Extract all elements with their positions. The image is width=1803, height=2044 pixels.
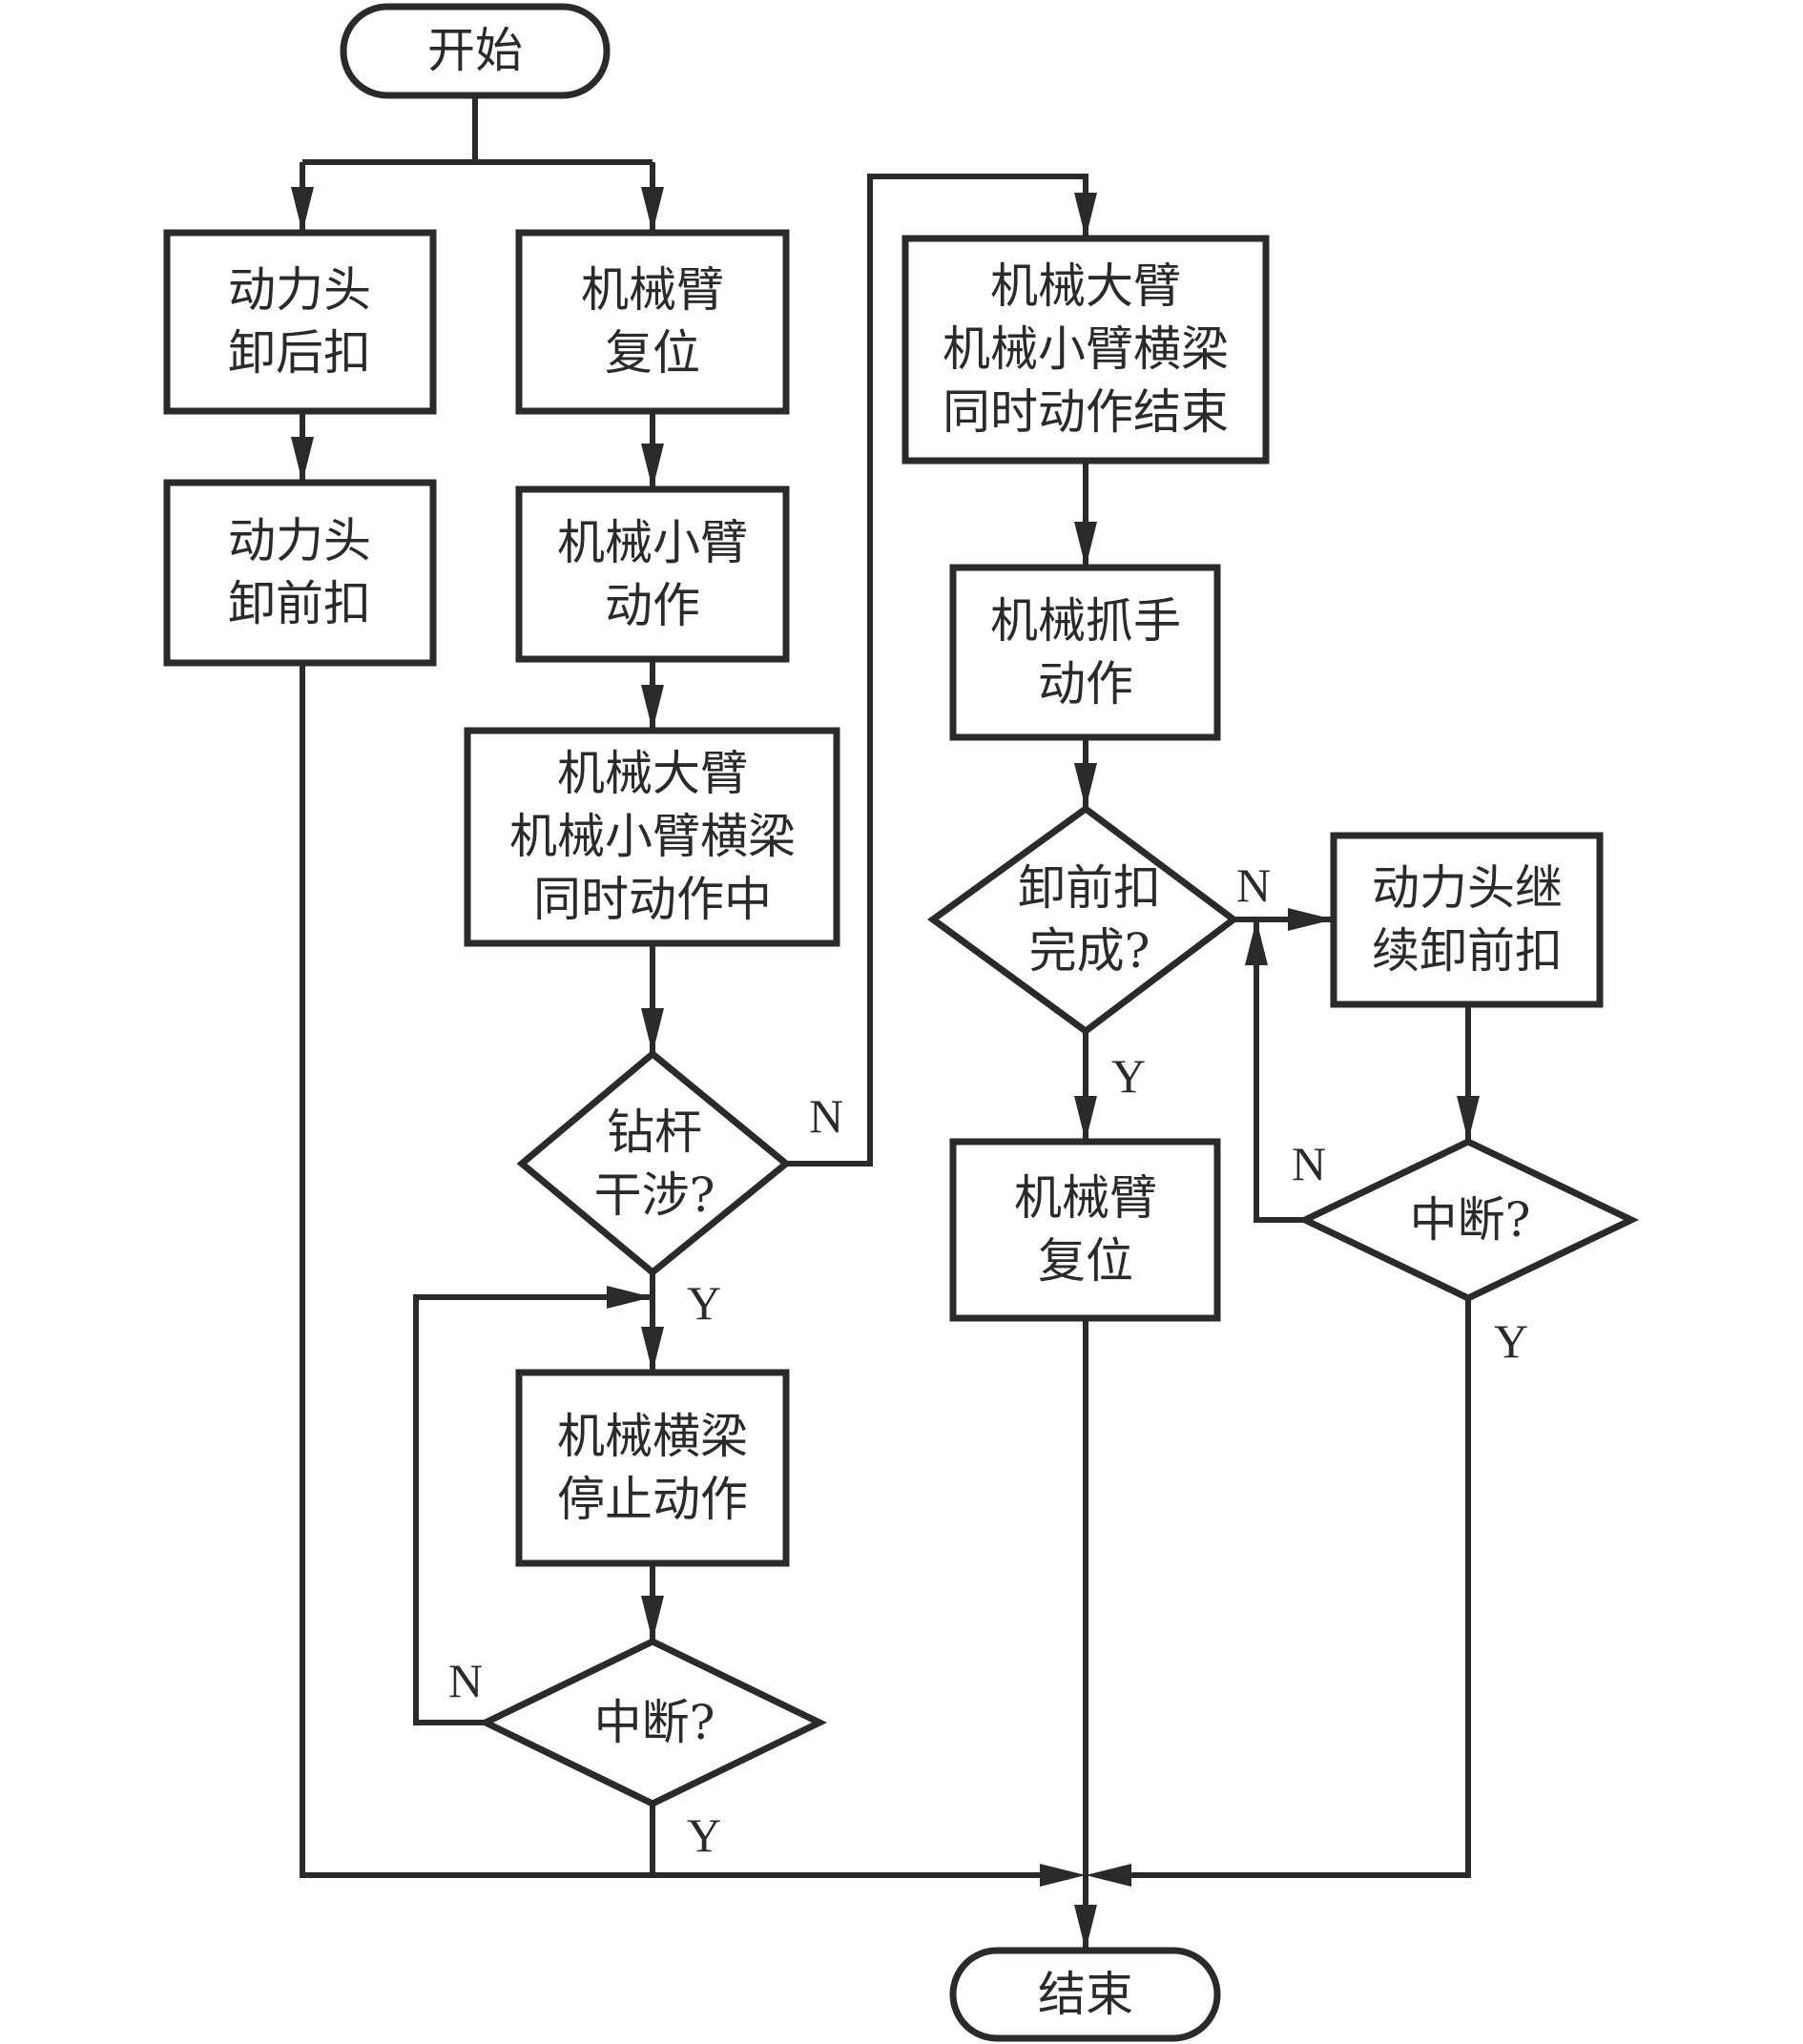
arrowhead [1288, 908, 1334, 931]
edge-interrupt1-no-loop [413, 1294, 653, 1725]
node-end-text: 结束 [1038, 1967, 1133, 2022]
edge-head-front-to-merge [300, 663, 1040, 1878]
node-text-line: 卸前扣 [228, 576, 371, 631]
node-text-line: 卸前扣 [1018, 860, 1161, 916]
edge-interrupt2-no [1254, 919, 1305, 1223]
edge-interrupt2-yes [1131, 1298, 1471, 1878]
node-text-line: 同时动作中 [533, 872, 772, 927]
node-rod-interference-text: 钻杆干涉? [594, 1105, 715, 1223]
node-text-line: 机械大臂 [557, 746, 748, 801]
node-gripper-action: 机械抓手动作 [949, 564, 1221, 741]
node-head-continue-front: 动力头继续卸前扣 [1330, 832, 1604, 1008]
node-text-line: 复位 [1038, 1233, 1133, 1289]
node-simultaneous-done-text: 机械大臂机械小臂横梁同时动作结束 [943, 258, 1229, 440]
arrowhead [641, 1008, 664, 1054]
node-text-line: 机械抓手 [990, 593, 1181, 649]
node-front-unscrew-done-text: 卸前扣完成? [1018, 860, 1161, 979]
node-text-line: 中断? [594, 1695, 715, 1750]
node-text-line: 机械小臂横梁 [943, 321, 1229, 377]
node-rod-interference: 钻杆干涉? [516, 1049, 792, 1277]
arrowhead [1074, 763, 1097, 809]
node-start-text: 开始 [427, 23, 523, 78]
arrowhead [641, 685, 664, 731]
node-text-line: 机械小臂横梁 [509, 809, 796, 864]
arrowhead [1040, 1864, 1086, 1887]
node-beam-stop: 机械横梁停止动作 [515, 1369, 790, 1567]
arrowhead [641, 187, 664, 233]
arrowhead [1074, 1096, 1097, 1142]
node-interrupt-2: 中断? [1296, 1138, 1640, 1302]
node-head-unscrew-front-text: 动力头卸前扣 [228, 513, 371, 631]
node-arm-reset-1-text: 机械臂复位 [581, 262, 724, 381]
node-text-line: 干涉? [594, 1167, 715, 1223]
label-front-unscrew-done-no: N [1236, 858, 1271, 912]
node-text-line: 续卸前扣 [1372, 923, 1563, 979]
node-head-unscrew-rear: 动力头卸后扣 [163, 229, 437, 415]
node-interrupt-2-text: 中断? [1410, 1192, 1531, 1248]
node-text-line: 完成? [1029, 923, 1150, 979]
node-text-line: 机械小臂 [557, 515, 748, 570]
node-small-arm-action-text: 机械小臂动作 [557, 515, 748, 633]
node-text-line: 结束 [1038, 1967, 1133, 2022]
node-text-line: 开始 [427, 23, 523, 78]
nodes: 开始 动力头卸后扣 动力头卸前扣 机械臂复位 机械小臂动作 机械大臂机械小臂横梁… [163, 3, 1640, 2042]
node-text-line: 机械大臂 [990, 258, 1181, 314]
node-text-line: 动作 [605, 578, 700, 633]
node-front-unscrew-done: 卸前扣完成? [927, 804, 1239, 1036]
node-text-line: 复位 [605, 325, 700, 381]
arrowhead [291, 187, 314, 233]
arrowhead [1074, 193, 1097, 238]
node-arm-reset-2-text: 机械臂复位 [1014, 1170, 1157, 1289]
node-head-unscrew-front: 动力头卸前扣 [163, 479, 437, 667]
label-rod-interference-yes: Y [687, 1276, 721, 1330]
node-simultaneous-done: 机械大臂机械小臂横梁同时动作结束 [902, 235, 1270, 465]
node-head-continue-front-text: 动力头继续卸前扣 [1372, 860, 1563, 979]
node-interrupt-1: 中断? [477, 1638, 828, 1807]
arrowheads [291, 187, 1480, 1951]
arrowhead [1074, 522, 1097, 568]
node-text-line: 同时动作结束 [943, 384, 1229, 440]
label-interrupt-2-no: N [1292, 1137, 1326, 1190]
node-beam-stop-text: 机械横梁停止动作 [557, 1409, 748, 1527]
label-front-unscrew-done-yes: Y [1111, 1049, 1146, 1103]
label-interrupt-2-yes: Y [1494, 1314, 1528, 1368]
arrowhead [641, 1596, 664, 1641]
node-start: 开始 [340, 3, 611, 99]
node-arm-reset-1: 机械臂复位 [515, 229, 790, 415]
node-simultaneous-in-progress: 机械大臂机械小臂横梁同时动作中 [464, 727, 840, 947]
node-arm-reset-2: 机械臂复位 [949, 1138, 1221, 1322]
node-text-line: 动力头继 [1372, 860, 1563, 916]
node-text-line: 钻杆 [607, 1105, 702, 1160]
node-text-line: 机械横梁 [557, 1409, 748, 1464]
node-text-line: 动作 [1038, 656, 1133, 712]
label-rod-interference-no: N [809, 1089, 843, 1143]
arrowhead [641, 444, 664, 489]
edge-start-branch [302, 95, 653, 165]
edge-labels: N Y N Y N Y N Y [448, 858, 1528, 1862]
node-interrupt-1-text: 中断? [594, 1695, 715, 1750]
node-text-line: 中断? [1410, 1192, 1531, 1248]
node-end: 结束 [949, 1947, 1221, 2042]
arrowhead [607, 1286, 653, 1309]
node-gripper-action-text: 机械抓手动作 [990, 593, 1181, 712]
arrowhead [641, 1327, 664, 1373]
node-text-line: 卸后扣 [228, 325, 371, 381]
arrowhead [1457, 1096, 1480, 1142]
label-interrupt-1-no: N [448, 1654, 483, 1707]
label-interrupt-1-yes: Y [687, 1808, 721, 1862]
arrowhead [1086, 1864, 1131, 1887]
arrowhead [1074, 1905, 1097, 1951]
node-simultaneous-in-progress-text: 机械大臂机械小臂横梁同时动作中 [509, 746, 796, 927]
node-small-arm-action: 机械小臂动作 [515, 485, 790, 663]
node-text-line: 动力头 [228, 262, 371, 318]
node-text-line: 动力头 [228, 513, 371, 568]
arrowhead [1245, 919, 1268, 965]
node-text-line: 机械臂 [1014, 1170, 1157, 1226]
node-head-unscrew-rear-text: 动力头卸后扣 [228, 262, 371, 381]
arrowhead [291, 437, 314, 483]
node-text-line: 停止动作 [557, 1472, 748, 1527]
node-text-line: 机械臂 [581, 262, 724, 318]
